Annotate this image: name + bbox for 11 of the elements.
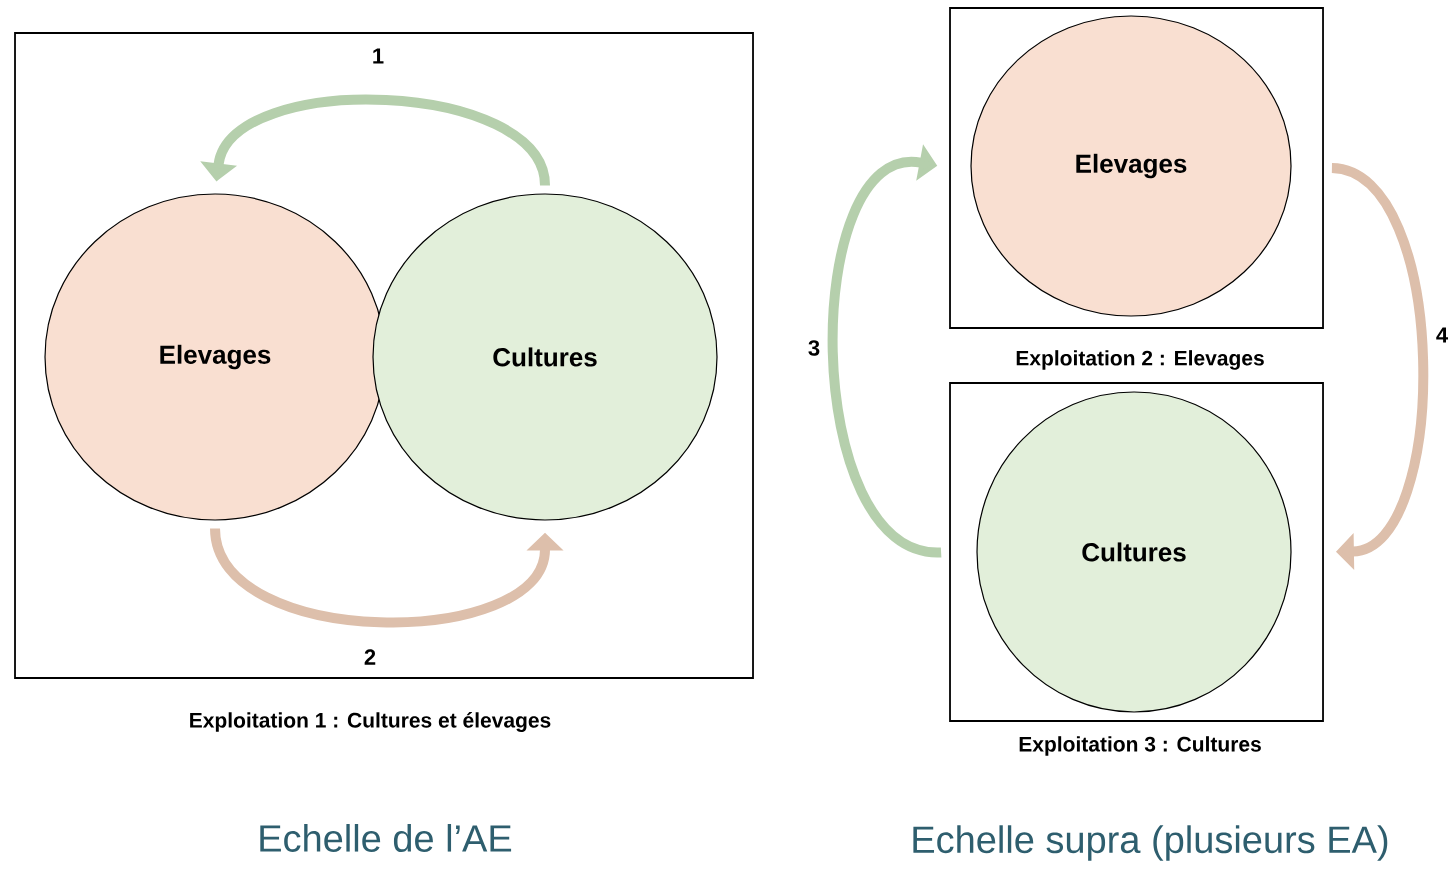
box-caption: Exploitation 3 : Cultures bbox=[1019, 736, 1261, 756]
curved-arrow bbox=[1330, 163, 1429, 571]
box-caption: Exploitation 2 : Elevages bbox=[1016, 350, 1264, 370]
scale-caption: Echelle supra (plusieurs EA) bbox=[913, 825, 1388, 861]
box-caption: Exploitation 1 : Cultures et élevages bbox=[190, 712, 551, 732]
edge-label: 1 bbox=[373, 48, 384, 64]
scale-caption: Echelle de l’AE bbox=[260, 824, 512, 852]
edge-label: 4 bbox=[1436, 327, 1448, 343]
edge-label: 3 bbox=[808, 340, 820, 356]
edge-label: 2 bbox=[364, 649, 376, 665]
curved-arrow bbox=[827, 144, 943, 558]
